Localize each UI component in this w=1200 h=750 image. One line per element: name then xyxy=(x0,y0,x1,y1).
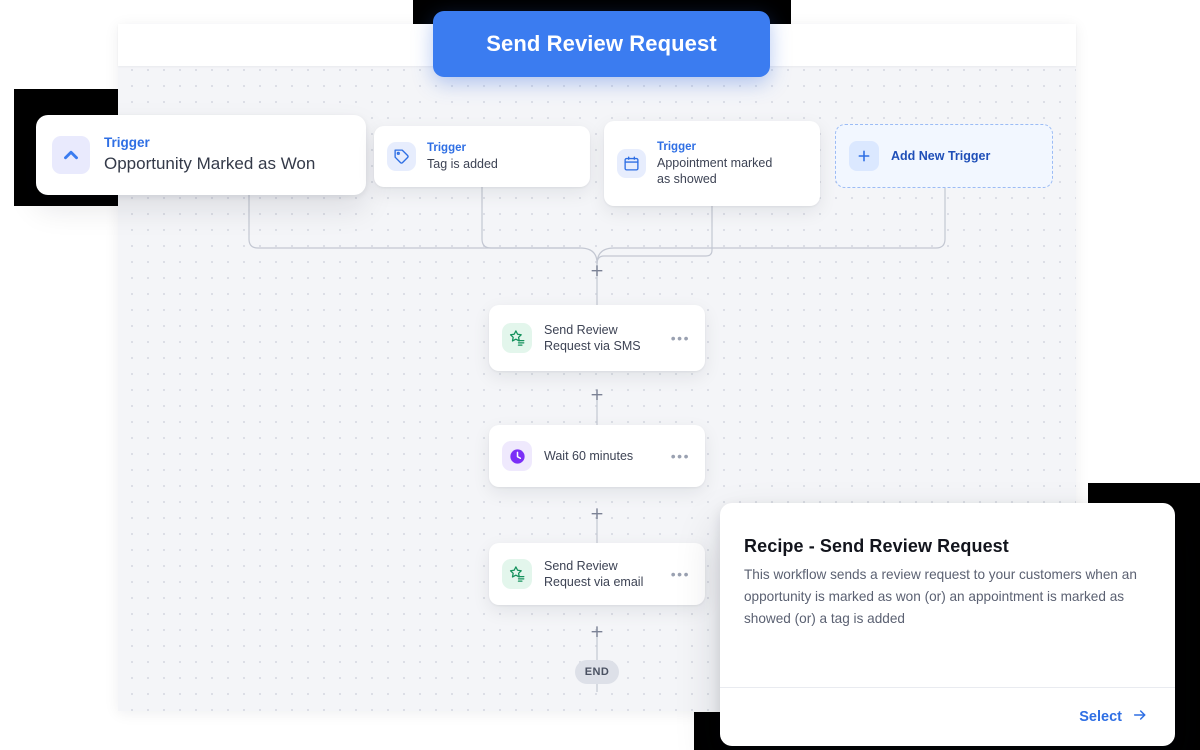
recipe-panel: Recipe - Send Review Request This workfl… xyxy=(720,503,1175,746)
add-step-button-1[interactable]: + xyxy=(589,261,605,281)
select-button[interactable]: Select xyxy=(1079,707,1149,727)
action-overflow-menu-icon[interactable]: ••• xyxy=(670,448,690,464)
action-card-text: Wait 60 minutes xyxy=(544,448,665,464)
calendar-icon xyxy=(617,149,646,178)
review-star-icon xyxy=(502,559,532,589)
add-step-button-2[interactable]: + xyxy=(589,385,605,405)
add-new-trigger-button[interactable]: Add New Trigger xyxy=(835,124,1053,188)
recipe-description: This workflow sends a review request to … xyxy=(744,567,1137,627)
action-card-send-review-sms[interactable]: Send Review Request via SMS ••• xyxy=(489,305,705,371)
trigger-card-tag-added[interactable]: Trigger Tag is added xyxy=(374,126,590,187)
trigger-kicker: Trigger xyxy=(427,141,466,154)
action-overflow-menu-icon[interactable]: ••• xyxy=(670,330,690,346)
select-button-label: Select xyxy=(1079,709,1122,725)
recipe-footer: Select xyxy=(720,687,1175,746)
workflow-end-node: END xyxy=(575,660,619,684)
trigger-kicker: Trigger xyxy=(657,140,696,153)
action-card-text: Send Review Request via email xyxy=(544,558,665,591)
workflow-title-button[interactable]: Send Review Request xyxy=(433,11,770,77)
clock-icon xyxy=(502,441,532,471)
action-card-send-review-email[interactable]: Send Review Request via email ••• xyxy=(489,543,705,605)
action-label: Send Review Request via email xyxy=(544,558,644,589)
action-overflow-menu-icon[interactable]: ••• xyxy=(670,566,690,582)
trigger-card-appointment-showed[interactable]: Trigger Appointment marked as showed xyxy=(604,121,820,206)
action-card-wait[interactable]: Wait 60 minutes ••• xyxy=(489,425,705,487)
trigger-label: Opportunity Marked as Won xyxy=(104,153,316,173)
trigger-card-text: Trigger Opportunity Marked as Won xyxy=(104,135,350,175)
add-step-button-4[interactable]: + xyxy=(589,622,605,642)
trigger-card-text: Trigger Tag is added xyxy=(427,141,577,173)
chevron-up-icon xyxy=(52,136,90,174)
trigger-kicker: Trigger xyxy=(104,135,150,151)
trigger-label: Appointment marked as showed xyxy=(657,155,773,187)
add-new-trigger-label: Add New Trigger xyxy=(891,149,991,163)
action-card-text: Send Review Request via SMS xyxy=(544,322,665,355)
plus-icon xyxy=(849,141,879,171)
tag-icon xyxy=(387,142,416,171)
recipe-title: Recipe - Send Review Request xyxy=(744,536,1009,556)
trigger-label: Tag is added xyxy=(427,157,498,172)
action-label: Wait 60 minutes xyxy=(544,448,634,463)
review-star-icon xyxy=(502,323,532,353)
trigger-card-opportunity-won[interactable]: Trigger Opportunity Marked as Won xyxy=(36,115,366,195)
recipe-body: Recipe - Send Review Request This workfl… xyxy=(720,503,1175,630)
add-step-button-3[interactable]: + xyxy=(589,504,605,524)
action-label: Send Review Request via SMS xyxy=(544,322,641,353)
trigger-card-text: Trigger Appointment marked as showed xyxy=(657,140,807,188)
arrow-right-icon xyxy=(1131,707,1149,727)
